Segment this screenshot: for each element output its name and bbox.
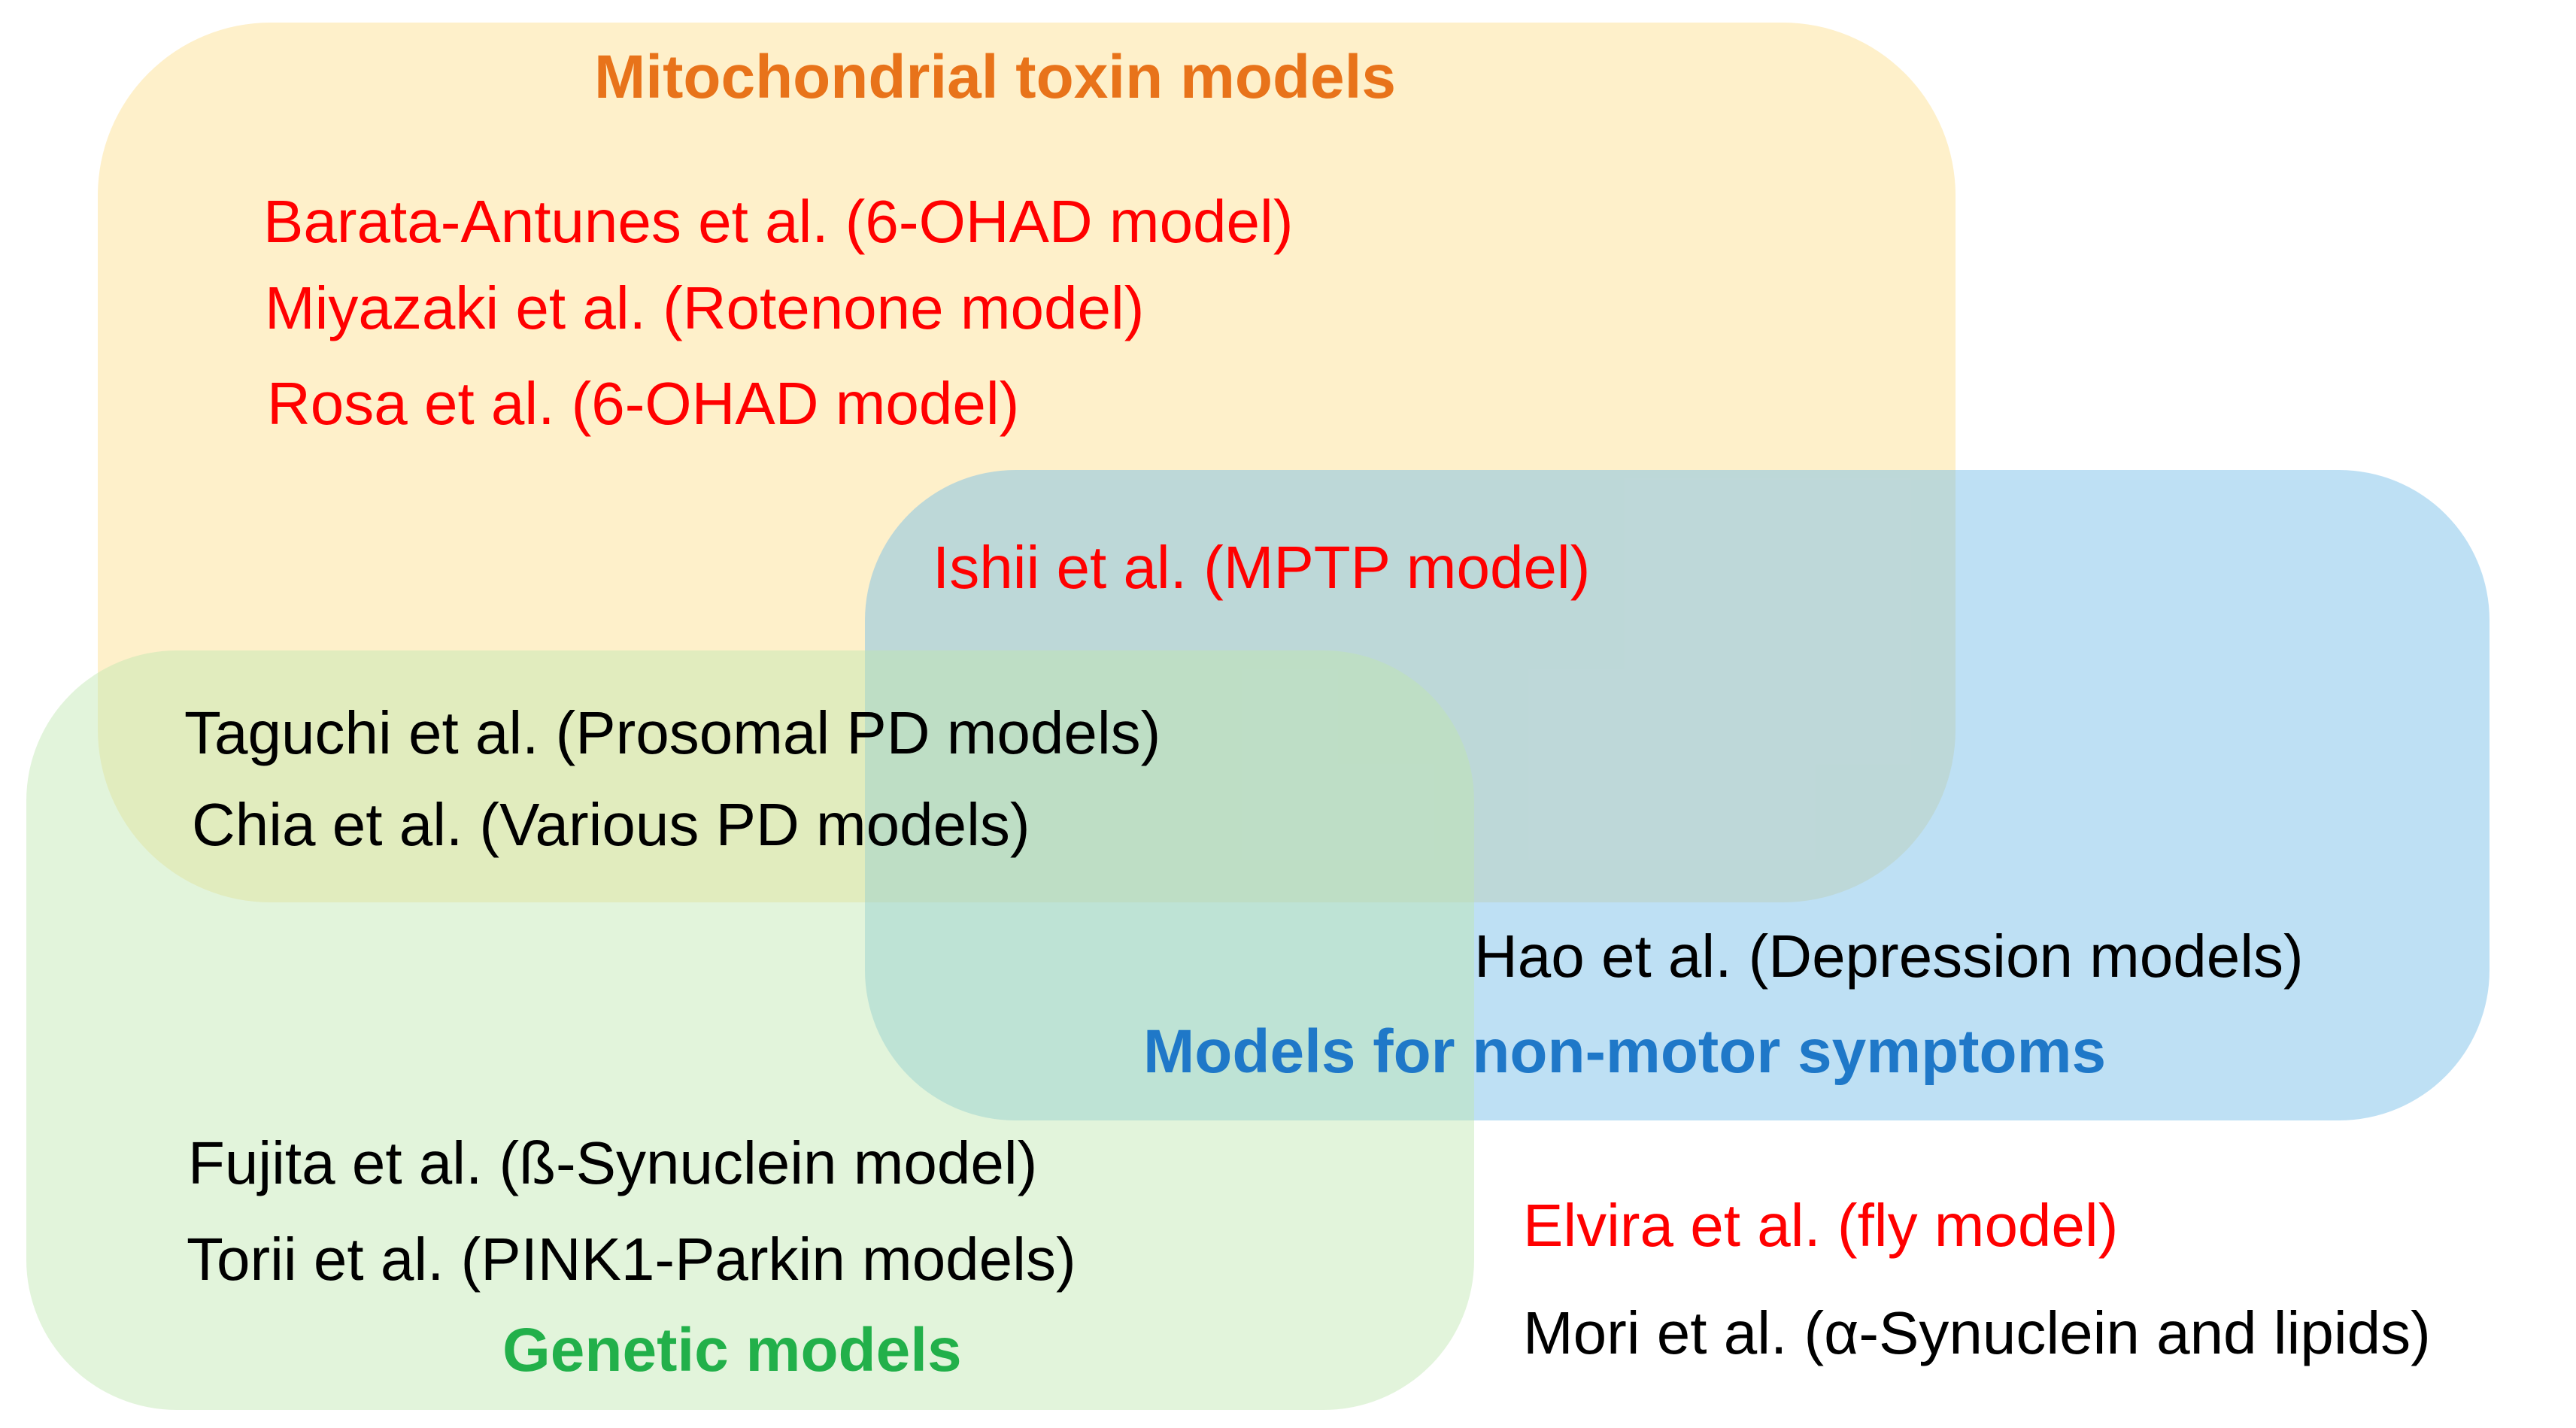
study-miyazaki: Miyazaki et al. (Rotenone model) bbox=[265, 274, 1145, 341]
study-rosa: Rosa et al. (6-OHAD model) bbox=[267, 370, 1020, 437]
study-ishii: Ishii et al. (MPTP model) bbox=[933, 534, 1591, 601]
genetic-models-title: Genetic models bbox=[502, 1316, 962, 1384]
study-mori: Mori et al. (α-Synuclein and lipids) bbox=[1523, 1299, 2431, 1366]
study-chia: Chia et al. (Various PD models) bbox=[192, 791, 1030, 858]
study-torii: Torii et al. (PINK1-Parkin models) bbox=[187, 1226, 1076, 1293]
study-taguchi: Taguchi et al. (Prosomal PD models) bbox=[184, 699, 1161, 766]
non-motor-symptoms-region bbox=[865, 470, 2490, 1120]
mitochondrial-toxin-title: Mitochondrial toxin models bbox=[594, 43, 1397, 111]
study-elvira: Elvira et al. (fly model) bbox=[1523, 1192, 2119, 1259]
mitochondrial-toxin-region bbox=[98, 23, 1956, 902]
study-hao: Hao et al. (Depression models) bbox=[1474, 923, 2304, 990]
genetic-models-region bbox=[26, 650, 1474, 1410]
non-motor-symptoms-title: Models for non-motor symptoms bbox=[1143, 1017, 2107, 1086]
study-fujita: Fujita et al. (ß-Synuclein model) bbox=[188, 1129, 1038, 1196]
study-barata-antunes: Barata-Antunes et al. (6-OHAD model) bbox=[263, 188, 1294, 255]
